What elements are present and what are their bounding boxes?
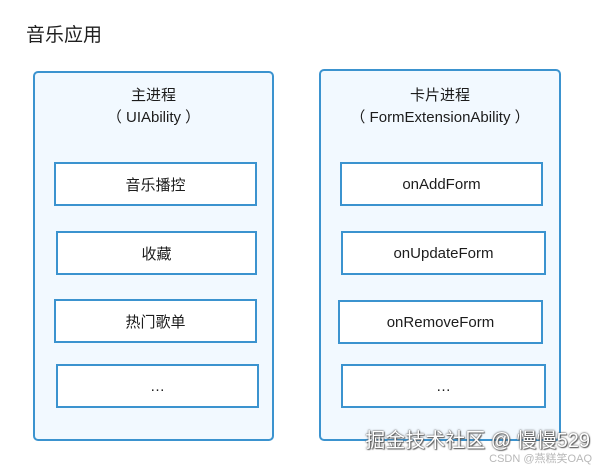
- watermark-text: 掘金技术社区 @ 慢慢529: [365, 430, 590, 452]
- diagram-title: 音乐应用: [26, 25, 103, 46]
- main-process-title: 主进程: [130, 87, 176, 104]
- main-process-subtitle: （ UIAbility ）: [106, 109, 201, 126]
- main-process-heading: 主进程 （ UIAbility ）: [35, 85, 272, 129]
- card-process-item-more: …: [341, 364, 546, 408]
- card-process-panel: 卡片进程 （ FormExtensionAbility ） onAddForm …: [319, 69, 561, 441]
- main-process-panel: 主进程 （ UIAbility ） 音乐播控 收藏 热门歌单 …: [33, 71, 274, 441]
- main-process-item-favorites: 收藏: [56, 231, 257, 275]
- main-process-item-more: …: [56, 364, 259, 408]
- card-process-title: 卡片进程: [409, 87, 470, 104]
- card-process-item-on-add-form: onAddForm: [340, 162, 543, 206]
- card-process-item-on-remove-form: onRemoveForm: [338, 300, 543, 344]
- card-process-item-on-update-form: onUpdateForm: [341, 231, 546, 275]
- watermark-subtext: CSDN @燕糕笑OAQ: [489, 453, 592, 465]
- card-process-heading: 卡片进程 （ FormExtensionAbility ）: [321, 85, 559, 129]
- main-process-item-music-control: 音乐播控: [54, 162, 257, 206]
- card-process-subtitle: （ FormExtensionAbility ）: [350, 109, 530, 126]
- main-process-item-popular-playlists: 热门歌单: [54, 299, 257, 343]
